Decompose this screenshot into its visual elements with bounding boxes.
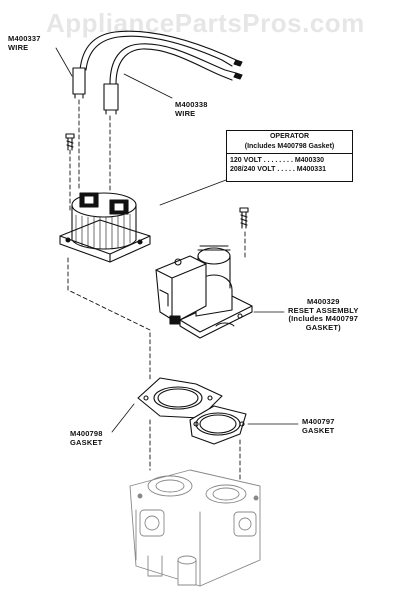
label-reset-assembly: M400329 RESET ASSEMBLY (Includes M400797… bbox=[288, 297, 359, 332]
part-name: WIRE bbox=[8, 42, 29, 52]
label-gasket-m400798: M400798 GASKET bbox=[70, 429, 103, 447]
part-number: M400338 bbox=[175, 100, 208, 109]
operator-solenoid bbox=[59, 192, 151, 263]
operator-note: (Includes M400798 Gasket) bbox=[244, 143, 335, 150]
part-name: GASKET bbox=[70, 437, 103, 447]
divider bbox=[227, 153, 352, 154]
part-number: M400798 bbox=[70, 429, 103, 438]
part-name: WIRE bbox=[175, 108, 196, 118]
valve-body bbox=[129, 469, 260, 586]
wire-m400338 bbox=[103, 43, 243, 115]
part-note-2: GASKET) bbox=[305, 322, 341, 332]
operator-callout-box: OPERATOR (Includes M400798 Gasket) 120 V… bbox=[226, 130, 353, 182]
part-number: M400797 bbox=[302, 417, 335, 426]
operator-title: OPERATOR bbox=[269, 133, 310, 140]
wire-m400337 bbox=[72, 30, 237, 99]
gasket-m400798 bbox=[137, 377, 223, 419]
part-name: GASKET bbox=[302, 425, 335, 435]
label-wire-m400337: M400337 WIRE bbox=[8, 34, 41, 52]
operator-row-208-240v: 208/240 VOLT . . . . . M400331 bbox=[230, 166, 326, 173]
label-wire-m400338: M400338 WIRE bbox=[175, 100, 208, 118]
operator-row-120v: 120 VOLT . . . . . . . . M400330 bbox=[230, 157, 325, 164]
part-number: M400337 bbox=[8, 34, 41, 43]
part-name: RESET ASSEMBLY bbox=[288, 305, 359, 315]
part-note: (Includes M400797 bbox=[288, 314, 359, 323]
reset-assembly bbox=[155, 245, 253, 339]
screw-left bbox=[65, 133, 75, 151]
watermark: AppliancePartsPros.com bbox=[46, 8, 365, 38]
screw-right bbox=[239, 207, 249, 229]
label-gasket-m400797: M400797 GASKET bbox=[302, 417, 335, 435]
gasket-m400797 bbox=[189, 405, 247, 445]
part-number: M400329 bbox=[306, 297, 340, 306]
